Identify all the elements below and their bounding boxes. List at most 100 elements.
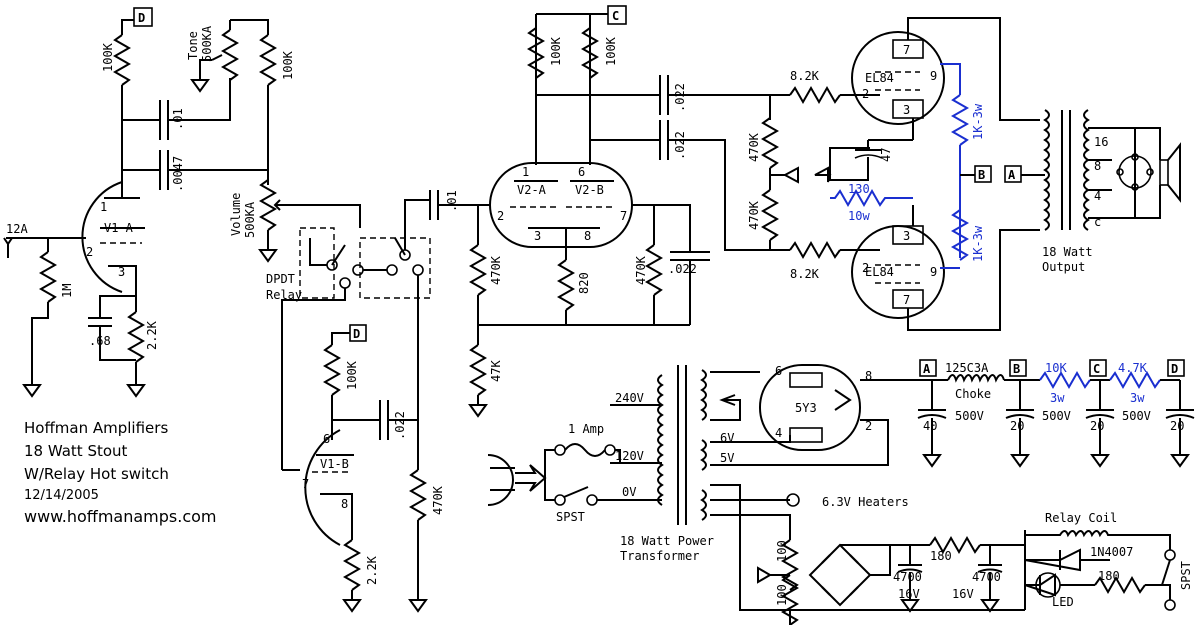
pot-volume-label: Volume bbox=[229, 193, 243, 236]
cap-0047-label: .0047 bbox=[171, 156, 185, 192]
output-transformer: 16 8 4 c 18 Watt Output bbox=[1042, 109, 1181, 274]
date-text: 12/14/2005 bbox=[24, 488, 99, 503]
tube-v1a-label: V1-A bbox=[104, 221, 134, 235]
ot-tap-8: 8 bbox=[1094, 159, 1101, 173]
pot-tone-value: 500KA bbox=[200, 25, 214, 62]
tube-v2-pin2: 2 bbox=[497, 209, 504, 223]
resistor-820-label: 820 bbox=[577, 272, 591, 294]
ot-tap-4: 4 bbox=[1094, 189, 1101, 203]
pt-5v: 5V bbox=[720, 451, 734, 465]
preamp-v1a-section: 12A 1M 1 V1-A 2 3 D 100K .68 2. bbox=[3, 7, 159, 398]
resistor-180-heater-label: 180 bbox=[930, 549, 952, 563]
node-c-top bbox=[607, 5, 627, 25]
resistor-100-b-label: 100 bbox=[775, 584, 789, 606]
resistor-2k2-v1b-label: 2.2K bbox=[365, 555, 379, 585]
relay-box-right bbox=[359, 237, 431, 299]
input-label: 12A bbox=[6, 222, 28, 236]
website-text: www.hoffmanamps.com bbox=[24, 507, 217, 526]
tube-v2-pin8: 8 bbox=[584, 229, 591, 243]
resistor-100k-v1b-label: 100K bbox=[345, 360, 359, 390]
relay-label-1: DPDT bbox=[266, 272, 295, 286]
tube-v1a bbox=[81, 181, 123, 293]
resistor-470k-v1b-label: 470K bbox=[431, 485, 445, 515]
pilot-lamp-icon bbox=[786, 493, 800, 507]
resistor-470k-v2grid-label: 470K bbox=[489, 255, 503, 285]
resistor-10k bbox=[1039, 372, 1091, 388]
cap-500v-1: 500V bbox=[955, 409, 984, 423]
tone-section: .01 .0047 Tone 500KA 100K Volume 500KA bbox=[122, 19, 295, 263]
resistor-470k-pi2 bbox=[762, 189, 778, 241]
cap-022-v1b-label: .022 bbox=[393, 411, 407, 440]
rect-pin8: 8 bbox=[865, 369, 872, 383]
relay-section: DPDT Relay .01 bbox=[266, 190, 490, 470]
resistor-47k-label: 47K bbox=[489, 360, 503, 382]
resistor-100k-d bbox=[114, 34, 130, 86]
node-b-ps bbox=[1009, 359, 1027, 377]
node-d-ps bbox=[1167, 359, 1185, 377]
cap-500v-2: 500V bbox=[1042, 409, 1071, 423]
rect-pin4: 4 bbox=[775, 426, 782, 440]
node-c-ps bbox=[1089, 359, 1107, 377]
diode-label: 1N4007 bbox=[1090, 545, 1133, 559]
speaker bbox=[1159, 159, 1169, 186]
choke-label: Choke bbox=[955, 387, 991, 401]
cap-022-mid-label: .022 bbox=[673, 131, 687, 160]
output-label-2: Output bbox=[1042, 260, 1085, 274]
resistor-2k2-v1a bbox=[128, 311, 144, 363]
pot-volume bbox=[260, 179, 276, 231]
cap-022-v2b-label: .022 bbox=[668, 262, 697, 276]
tube-v1b-pin8: 8 bbox=[341, 497, 348, 511]
resistor-100k-tone bbox=[260, 34, 276, 86]
tube-v2-pin3: 3 bbox=[534, 229, 541, 243]
node-d-top-label: D bbox=[138, 11, 145, 25]
resistor-100k-tone-label: 100K bbox=[281, 50, 295, 80]
fuse-label: 1 Amp bbox=[568, 422, 604, 436]
resistor-130-watt: 10w bbox=[848, 209, 870, 223]
el84-top-pin3: 3 bbox=[903, 103, 910, 117]
pt-tap-0v: 0V bbox=[622, 485, 636, 499]
resistor-470k-pi1 bbox=[762, 117, 778, 169]
node-c-ps-label: C bbox=[1093, 362, 1100, 376]
resistor-1k-top-label: 1K-3w bbox=[971, 103, 985, 140]
cap-40-label: 40 bbox=[923, 419, 937, 433]
node-d-top bbox=[133, 7, 153, 27]
pt-tap-240v: 240V bbox=[615, 391, 644, 405]
el84-bottom-pin9: 9 bbox=[930, 265, 937, 279]
v1b-section: D 100K .022 470K 6 V1-B 7 8 2.2K bbox=[282, 324, 445, 613]
node-a-ps-label: A bbox=[923, 362, 931, 376]
resistor-1k-top bbox=[952, 94, 968, 146]
node-a-ps bbox=[919, 359, 937, 377]
resistor-100k-c1-label: 100K bbox=[549, 36, 563, 66]
resistor-470k-v2grid bbox=[470, 244, 486, 296]
relay-box-left bbox=[299, 227, 335, 299]
heaters-label: 6.3V Heaters bbox=[822, 495, 909, 509]
resistor-100k-d-label: 100K bbox=[101, 42, 115, 72]
pot-tone-label: Tone bbox=[186, 31, 200, 60]
resistor-8k2-top-label: 8.2K bbox=[790, 69, 820, 83]
resistor-1k-bottom-label: 1K-3w bbox=[971, 225, 985, 262]
el84-top-pin9: 9 bbox=[930, 69, 937, 83]
el84-top-pin7: 7 bbox=[903, 43, 910, 57]
resistor-4k7-watt: 3w bbox=[1130, 391, 1145, 405]
cap-16v-b-label: 16V bbox=[952, 587, 974, 601]
relay-coil-label: Relay Coil bbox=[1045, 511, 1117, 525]
impedance-selector bbox=[1118, 155, 1152, 189]
pot-tone bbox=[222, 29, 238, 81]
el84-top-pin2: 2 bbox=[862, 87, 869, 101]
led-label: LED bbox=[1052, 595, 1074, 609]
pt-label-1: 18 Watt Power bbox=[620, 534, 714, 548]
power-tube-section: 470K 470K 8.2K 8.2K EL84 7 2 9 3 EL84 3 … bbox=[747, 17, 1045, 331]
resistor-47k bbox=[470, 344, 486, 396]
output-label-1: 18 Watt bbox=[1042, 245, 1093, 259]
v2-section: C 100K 100K 1 6 V2-A V2-B 2 7 3 8 470K 8… bbox=[468, 5, 780, 418]
resistor-100k-v1b bbox=[324, 344, 340, 396]
resistor-180-led-label: 180 bbox=[1098, 569, 1120, 583]
tube-v2-pin1: 1 bbox=[522, 165, 529, 179]
cap-4700-b-label: 4700 bbox=[972, 570, 1001, 584]
resistor-820 bbox=[558, 259, 574, 311]
tube-v1b bbox=[304, 429, 341, 546]
node-d-v1b-label: D bbox=[353, 327, 360, 341]
tube-5y3-label: 5Y3 bbox=[795, 401, 817, 415]
resistor-470k-pi1-label: 470K bbox=[747, 132, 761, 162]
